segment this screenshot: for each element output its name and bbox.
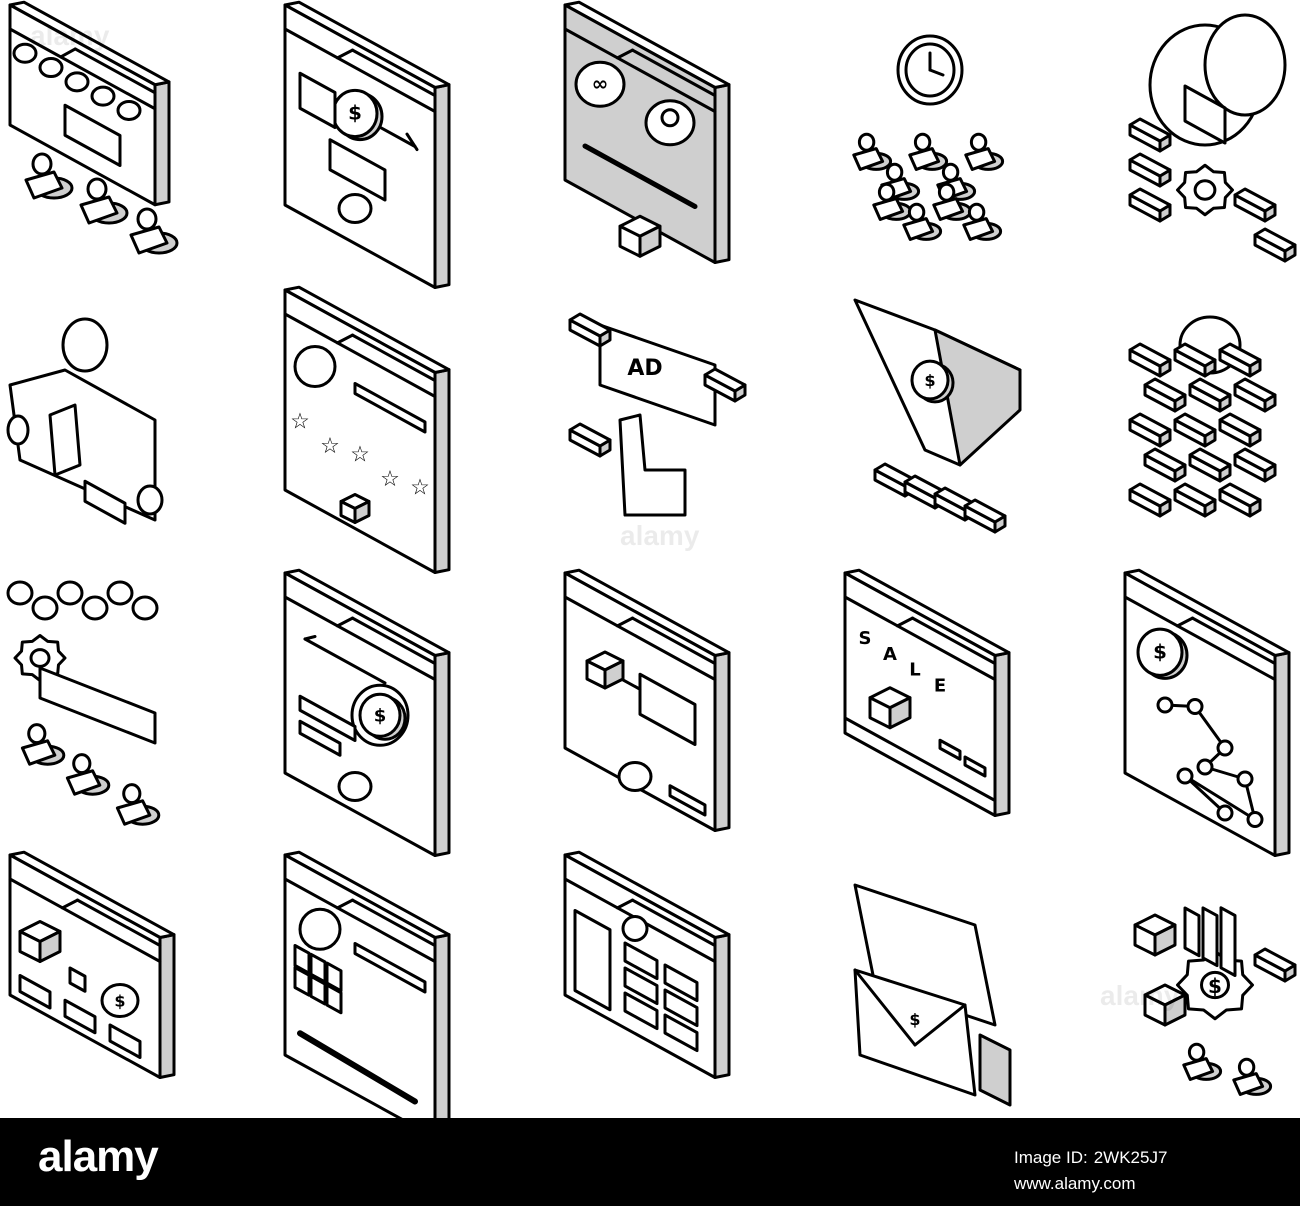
money-network-page-icon: $ — [1123, 568, 1291, 857]
svg-text:$: $ — [909, 1010, 920, 1029]
person-price-tag-icon — [6, 317, 164, 525]
svg-text:A: A — [883, 644, 897, 665]
storefront-people-icon — [8, 0, 179, 255]
svg-text:$: $ — [114, 992, 125, 1011]
web-layout-page-icon — [563, 850, 731, 1079]
svg-text:S: S — [859, 628, 872, 649]
svg-text:$: $ — [1153, 640, 1167, 663]
monitor-link-user-icon: ∞ — [563, 0, 731, 264]
clock-people-network-icon — [852, 34, 1005, 241]
brain-cloud-gear-icon — [1128, 13, 1297, 263]
web-page-refund-icon: $ — [283, 568, 451, 857]
gear-chart-box-icon: $ — [1133, 906, 1297, 1096]
sales-funnel-icon: $ — [853, 298, 1022, 534]
svg-text:☆: ☆ — [290, 409, 310, 434]
svg-text:L: L — [909, 660, 920, 681]
cloud-data-flow-icon — [1128, 315, 1277, 518]
svg-text:AD: AD — [627, 356, 662, 381]
svg-text:E: E — [934, 675, 946, 696]
image-id: Image ID: 2WK25J7 — [1014, 1148, 1167, 1168]
svg-text:☆: ☆ — [320, 434, 340, 459]
envelope-money-icon: $ — [853, 883, 1012, 1107]
svg-text:☆: ☆ — [350, 442, 370, 467]
profile-grid-pen-icon — [283, 850, 451, 1118]
product-page-box-icon: $ — [8, 850, 176, 1079]
alamy-logo[interactable]: alamy — [38, 1132, 159, 1181]
image-id-label: Image ID: — [1014, 1148, 1088, 1167]
site-url[interactable]: www.alamy.com — [1014, 1174, 1136, 1193]
footer-bar: alamy Image ID: 2WK25J7 www.alamy.com — [0, 1118, 1300, 1206]
svg-text:$: $ — [348, 102, 362, 125]
web-page-box-browser-icon — [563, 568, 731, 832]
web-page-money-arrow-icon: $ — [283, 0, 451, 289]
svg-text:☆: ☆ — [410, 475, 430, 500]
ad-click-hand-icon: AD — [568, 312, 747, 517]
image-id-value: 2WK25J7 — [1093, 1148, 1168, 1167]
svg-text:☆: ☆ — [380, 467, 400, 492]
svg-text:$: $ — [374, 705, 387, 726]
profile-rating-stars-icon: ☆ ☆ ☆ ☆ ☆ — [283, 285, 451, 574]
svg-text:$: $ — [1208, 974, 1222, 998]
svg-text:$: $ — [924, 371, 935, 390]
people-group-gear-icon — [6, 580, 161, 826]
svg-text:∞: ∞ — [592, 71, 609, 95]
